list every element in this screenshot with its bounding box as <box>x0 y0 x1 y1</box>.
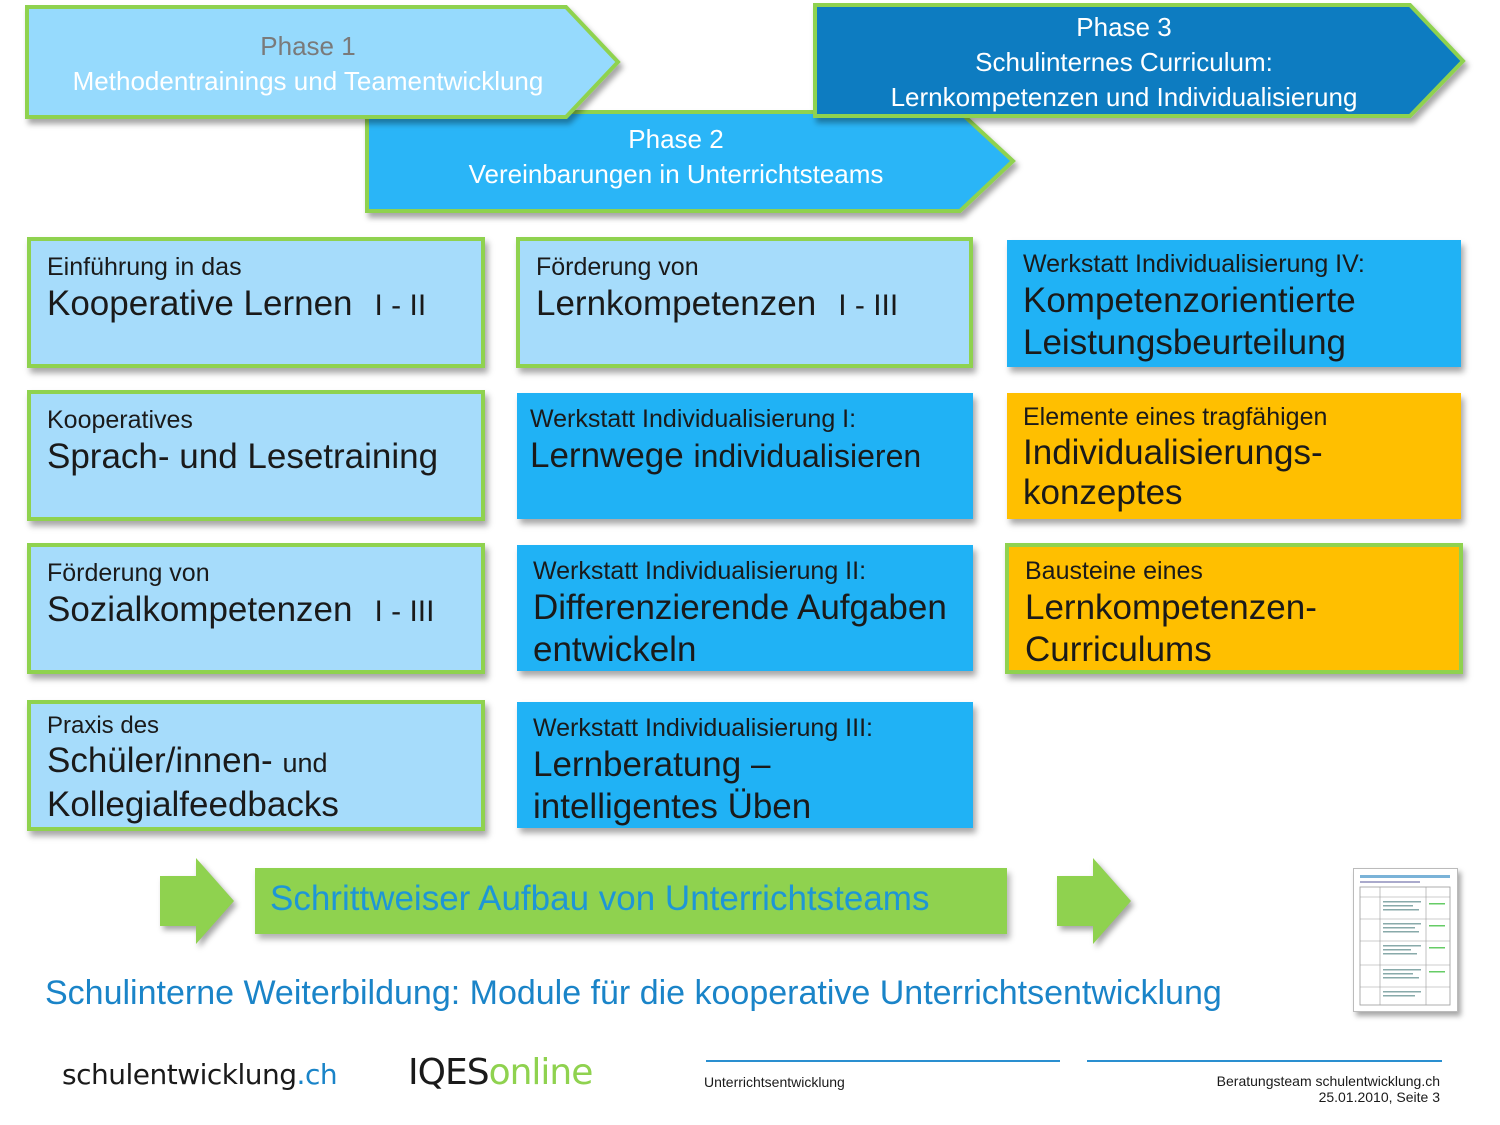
module-kicker: Werkstatt Individualisierung I: <box>530 405 857 433</box>
module-title: Lernkompetenzen I - III <box>536 283 953 327</box>
module-roman: I - III <box>374 595 435 628</box>
document-thumbnail <box>1353 868 1458 1012</box>
right-green-arrow <box>1057 858 1131 944</box>
module-title-text: Schüler/innen- <box>47 741 273 780</box>
module-title: Kooperative Lernen I - II <box>47 283 465 327</box>
logo-iqes: IQES <box>408 1052 490 1093</box>
logo-schulentwicklung: schulentwicklung.ch <box>62 1058 338 1091</box>
footer-right-line-1: Beratungsteam schulentwicklung.ch <box>1216 1073 1440 1089</box>
phase-2-subtitle: Vereinbarungen in Unterrichtsteams <box>468 159 884 189</box>
phase-2-title: Phase 2 <box>628 124 724 154</box>
module-werkstatt-2: Werkstatt Individualisierung II: Differe… <box>517 545 973 671</box>
module-title-2: entwickeln <box>533 630 697 669</box>
module-kicker: Kooperatives <box>47 406 193 434</box>
page-subtitle: Schulinterne Weiterbildung: Module für d… <box>45 974 1222 1012</box>
module-title-2: konzeptes <box>1023 473 1183 512</box>
module-title-text: Lernkompetenzen <box>536 284 817 323</box>
module-title-and: und <box>282 748 328 778</box>
module-title-text: Kooperative Lernen <box>47 284 353 323</box>
module-title: Differenzierende Aufgaben <box>533 588 947 627</box>
module-title-2: Kollegialfeedbacks <box>47 785 339 824</box>
module-werkstatt-1: Werkstatt Individualisierung I: Lernwege… <box>517 393 973 519</box>
module-kicker: Werkstatt Individualisierung III: <box>533 714 873 742</box>
module-title-text: Sozialkompetenzen <box>47 590 353 629</box>
phase-2-label: Phase 2 Vereinbarungen in Unterrichtstea… <box>370 122 982 192</box>
module-kicker: Werkstatt Individualisierung IV: <box>1023 250 1365 278</box>
document-thumbnail-graphic <box>1359 875 1451 1006</box>
footer-divider-right <box>1087 1060 1442 1062</box>
module-kicker: Bausteine eines <box>1025 557 1203 585</box>
module-title: Sprach- und Lesetraining <box>47 437 439 476</box>
module-sozialkompetenzen: Förderung von Sozialkompetenzen I - III <box>27 543 485 674</box>
module-title-2: Leistungsbeurteilung <box>1023 323 1347 362</box>
footer-divider-left <box>706 1060 1060 1062</box>
module-lernkompetenzen: Förderung von Lernkompetenzen I - III <box>516 237 973 368</box>
module-title-2: Curriculums <box>1025 630 1212 669</box>
module-werkstatt-4: Werkstatt Individualisierung IV: Kompete… <box>1007 240 1461 367</box>
module-kicker: Förderung von <box>536 253 699 281</box>
banner-unterrichtsteams: Schrittweiser Aufbau von Unterrichtsteam… <box>255 868 1007 934</box>
phase-1-title: Phase 1 <box>260 31 356 61</box>
phase-3-arrow <box>813 3 1466 118</box>
logo-schulentwicklung-tld: .ch <box>296 1058 338 1091</box>
module-kicker: Werkstatt Individualisierung II: <box>533 557 867 585</box>
module-feedbacks: Praxis des Schüler/innen- und Kollegialf… <box>27 700 485 831</box>
phase-3-title: Phase 3 <box>1076 12 1172 42</box>
footer-right-text: Beratungsteam schulentwicklung.ch 25.01.… <box>1217 1073 1440 1105</box>
logo-iqes-online: IQESonline <box>408 1052 594 1093</box>
module-title: Sozialkompetenzen I - III <box>47 589 465 633</box>
module-roman: I - III <box>838 289 899 322</box>
module-kicker: Einführung in das <box>47 253 242 281</box>
module-kicker: Praxis des <box>47 712 160 739</box>
module-title-rest: individualisieren <box>693 438 922 474</box>
module-lernkompetenzen-curriculum: Bausteine eines Lernkompetenzen- Curricu… <box>1005 543 1463 674</box>
module-title: Kompetenzorientierte <box>1023 281 1356 320</box>
module-title: Schüler/innen- und <box>47 740 465 784</box>
phase-3-subtitle-2: Lernkompetenzen und Individualisierung <box>890 82 1358 112</box>
phase-1-arrow <box>25 5 621 119</box>
logo-online: online <box>488 1052 594 1093</box>
left-green-arrow <box>160 858 234 944</box>
module-title: Lernberatung – <box>533 745 771 784</box>
module-individualisierungskonzept: Elemente eines tragfähigen Individualisi… <box>1007 393 1461 519</box>
module-sprach-lesetraining: Kooperatives Sprach- und Lesetraining <box>27 390 485 521</box>
phase-3-subtitle: Schulinternes Curriculum: <box>975 47 1273 77</box>
module-roman: I - II <box>374 289 427 322</box>
module-kooperatives-lernen: Einführung in das Kooperative Lernen I - … <box>27 237 485 368</box>
phase-1-label: Phase 1 Methodentrainings und Teamentwic… <box>30 29 586 99</box>
module-title: Individualisierungs- <box>1023 433 1323 472</box>
phase-arrows <box>25 3 1466 213</box>
module-title: Lernwege individualisieren <box>530 435 957 477</box>
phase-3-label: Phase 3 Schulinternes Curriculum: Lernko… <box>818 10 1430 115</box>
logo-schulentwicklung-main: schulentwicklung <box>62 1058 297 1091</box>
module-werkstatt-3: Werkstatt Individualisierung III: Lernbe… <box>517 702 973 828</box>
module-kicker: Förderung von <box>47 559 210 587</box>
footer-right-line-2: 25.01.2010, Seite 3 <box>1318 1089 1440 1105</box>
module-kicker: Elemente eines tragfähigen <box>1023 403 1328 431</box>
module-title: Lernkompetenzen- <box>1025 588 1317 627</box>
phase-1-subtitle: Methodentrainings und Teamentwicklung <box>72 66 544 96</box>
footer-center-text: Unterrichtsentwicklung <box>704 1074 845 1090</box>
module-title-text: Lernwege <box>530 436 684 475</box>
module-title-2: intelligentes Üben <box>533 787 812 826</box>
